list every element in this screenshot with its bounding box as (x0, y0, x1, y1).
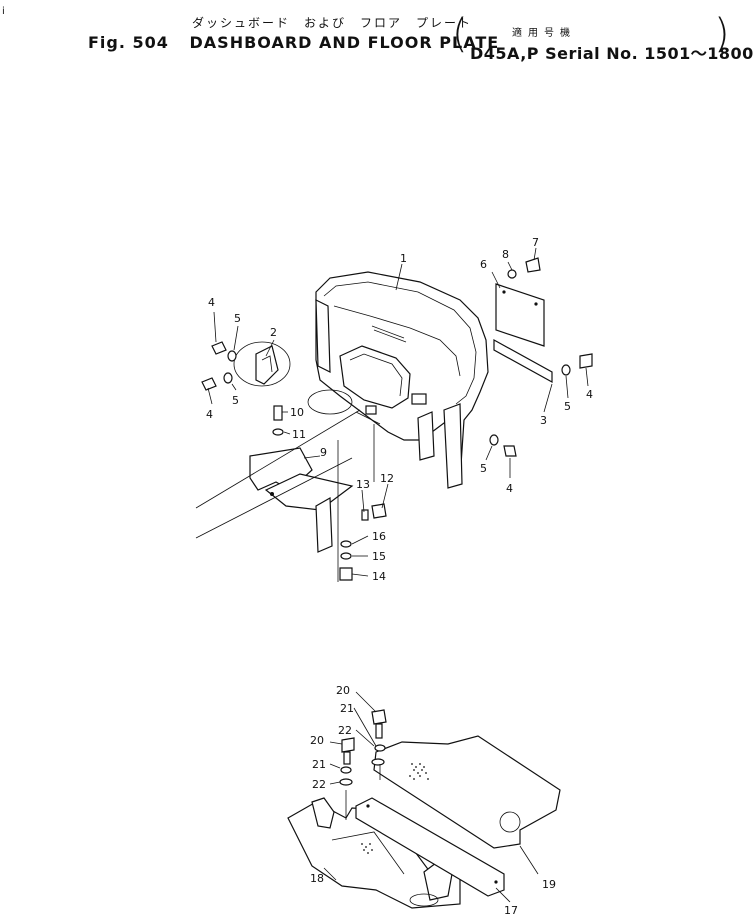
fasteners-upper (201, 257, 593, 581)
serial-info: D45A,P Serial No. 1501～1800 (470, 44, 754, 63)
frame-guide-lines (195, 409, 381, 582)
japanese-applicable-label: 適用号機 (512, 28, 576, 39)
callout-8: 8 (502, 248, 509, 261)
plate-texture-right (409, 763, 429, 780)
callout-22: 22 (312, 778, 326, 791)
callout-4: 4 (206, 408, 213, 421)
callout-21: 21 (312, 758, 326, 771)
callout-5: 5 (480, 462, 487, 475)
callout-5: 5 (564, 400, 571, 413)
callout-18: 18 (310, 872, 324, 885)
open-paren: ( (452, 11, 468, 57)
callout-12: 12 (380, 472, 394, 485)
fasteners-lower (339, 709, 387, 820)
callout-9: 9 (320, 446, 327, 459)
callout-4: 4 (506, 482, 513, 495)
figure-title: Fig. 504 DASHBOARD AND FLOOR PLATE (88, 33, 499, 52)
margin-mark: i (2, 6, 5, 17)
dashboard-panel (315, 271, 489, 489)
stay-bar (493, 338, 553, 384)
close-paren: ) (714, 11, 730, 57)
callout-10: 10 (290, 406, 304, 419)
callout-7: 7 (532, 236, 539, 249)
callout-13: 13 (356, 478, 370, 491)
callout-6: 6 (480, 258, 487, 271)
cover-plate (495, 283, 545, 347)
japanese-title: ダッシュボード および フロア プレート (192, 16, 473, 30)
callout-15: 15 (372, 550, 386, 563)
callout-14: 14 (372, 570, 386, 583)
floor-plate-right (373, 735, 561, 849)
callout-5: 5 (234, 312, 241, 325)
callout-21: 21 (340, 702, 354, 715)
callout-20: 20 (336, 684, 350, 697)
callout-3: 3 (540, 414, 547, 427)
callout-22: 22 (338, 724, 352, 737)
callout-1: 1 (400, 252, 407, 265)
figure-name: DASHBOARD AND FLOOR PLATE (189, 33, 500, 52)
leader-lines-lower (323, 691, 539, 903)
plate-texture-left (361, 843, 373, 854)
callout-5: 5 (232, 394, 239, 407)
callout-11: 11 (292, 428, 306, 441)
callout-17: 17 (504, 904, 518, 916)
parts-diagram: 1 2 3 4 4 4 4 5 5 5 5 6 7 8 9 10 11 12 1… (195, 236, 593, 916)
floor-plate-strip (355, 797, 505, 897)
callout-labels: 1 2 3 4 4 4 4 5 5 5 5 6 7 8 9 10 11 12 1… (206, 236, 593, 916)
left-bracket-assembly (233, 341, 353, 415)
support-bracket (249, 447, 354, 553)
callout-19: 19 (542, 878, 556, 891)
callout-4: 4 (586, 388, 593, 401)
callout-20: 20 (310, 734, 324, 747)
callout-16: 16 (372, 530, 386, 543)
callout-2: 2 (270, 326, 277, 339)
figure-header: i ダッシュボード および フロア プレート 適用号機 Fig. 504 DAS… (0, 0, 753, 70)
callout-4: 4 (208, 296, 215, 309)
leader-lines-upper (207, 247, 589, 577)
figure-number: Fig. 504 (88, 33, 169, 52)
